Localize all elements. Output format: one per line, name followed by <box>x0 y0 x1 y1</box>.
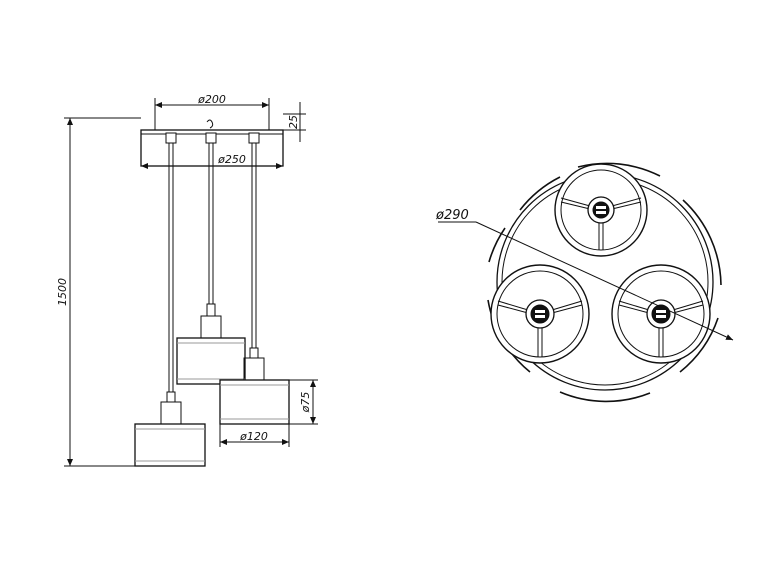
side-view <box>64 98 318 467</box>
dim-shade-height-line <box>289 379 318 425</box>
dim-shade-height-label: ø75 <box>299 392 312 414</box>
dim-overall-diameter-line <box>438 221 734 341</box>
pendant-left <box>134 391 206 467</box>
dim-canopy-height-line <box>283 102 306 142</box>
top-view <box>438 162 734 403</box>
dim-overall-diameter-label: ø290 <box>435 208 469 223</box>
dim-canopy-height-label: 25 <box>287 115 300 129</box>
dim-canopy-top-label: ø200 <box>197 93 226 106</box>
shade-right <box>611 264 711 364</box>
dim-canopy-diameter-label: ø250 <box>217 153 246 166</box>
shade-projection-arcs <box>487 162 722 403</box>
dim-canopy-top-line <box>154 98 270 130</box>
dim-shade-diameter-line <box>219 424 290 447</box>
dim-shade-diameter-label: ø120 <box>239 430 268 443</box>
shade-top <box>554 163 648 257</box>
dim-total-height-label: 1500 <box>56 278 69 306</box>
pendant-cables <box>168 143 257 392</box>
pendant-middle <box>176 303 246 385</box>
shade-left <box>490 264 590 364</box>
dim-total-height-line <box>64 117 141 467</box>
ceiling-canopy <box>140 119 284 167</box>
pendant-right <box>219 347 290 425</box>
